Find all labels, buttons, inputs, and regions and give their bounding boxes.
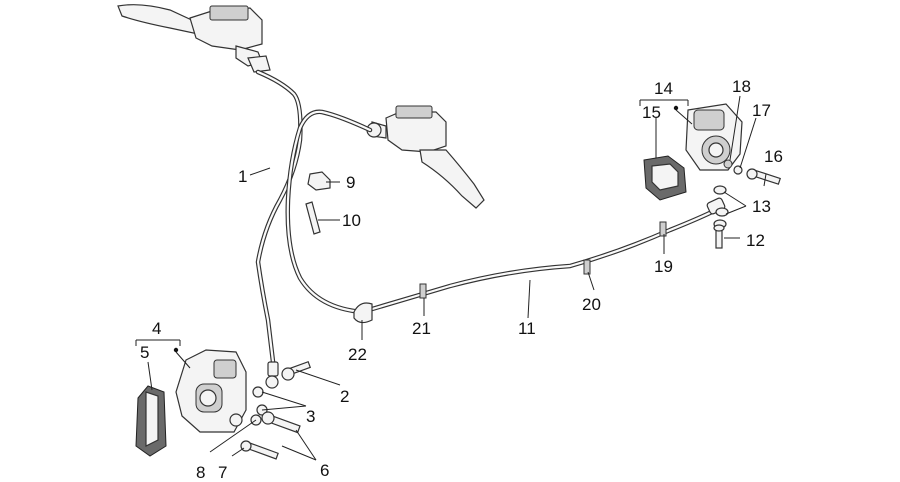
callout-4: 4 [152, 319, 161, 338]
callout-14: 14 [654, 79, 673, 98]
master-cylinder-middle [366, 105, 485, 209]
brake-pads-5 [135, 385, 167, 457]
callout-6: 6 [320, 461, 329, 480]
callout-19: 19 [654, 257, 673, 276]
washer-17 [733, 165, 743, 175]
brake-hose-11 [285, 109, 726, 315]
callout-2: 2 [340, 387, 349, 406]
callout-7: 7 [218, 463, 227, 482]
callout-21: 21 [412, 319, 431, 338]
callout-numbers: 1 2 3 4 5 6 7 8 9 10 11 12 13 14 15 16 1… [140, 77, 783, 482]
callout-11: 11 [518, 319, 536, 338]
washers-13 [713, 185, 729, 229]
bolt-6 [261, 411, 301, 434]
callout-5: 5 [140, 343, 149, 362]
rear-pads-15 [643, 155, 687, 201]
callout-10: 10 [342, 211, 361, 230]
rear-brake-unit-14 [685, 103, 743, 171]
callout-13: 13 [752, 197, 771, 216]
washer-3a [252, 386, 264, 398]
hose-retainer-9 [307, 171, 331, 191]
bolt-16 [746, 168, 781, 185]
callout-18: 18 [732, 77, 751, 96]
callout-20: 20 [582, 295, 601, 314]
hose-clip-20 [583, 259, 591, 275]
bolt-2 [281, 360, 312, 381]
callout-22: 22 [348, 345, 367, 364]
callout-16: 16 [764, 147, 783, 166]
callout-12: 12 [746, 231, 765, 250]
callout-1: 1 [238, 167, 247, 186]
washer-3b [250, 414, 262, 426]
brake-hose-1 [255, 69, 303, 389]
callout-9: 9 [346, 173, 355, 192]
front-caliper [175, 349, 247, 433]
callout-15: 15 [642, 103, 661, 122]
bolt-12 [713, 224, 725, 249]
leader-lines [135, 95, 767, 461]
master-cylinder-top [117, 4, 271, 73]
hose-clip-21 [419, 283, 427, 299]
pin-10 [305, 201, 321, 235]
bolt-7 [240, 440, 279, 460]
seal-18 [723, 159, 733, 169]
callout-8: 8 [196, 463, 205, 482]
callout-17: 17 [752, 101, 771, 120]
hose-clip-19 [659, 221, 667, 237]
hose-clamp-22 [353, 302, 373, 324]
callout-3: 3 [306, 407, 315, 426]
